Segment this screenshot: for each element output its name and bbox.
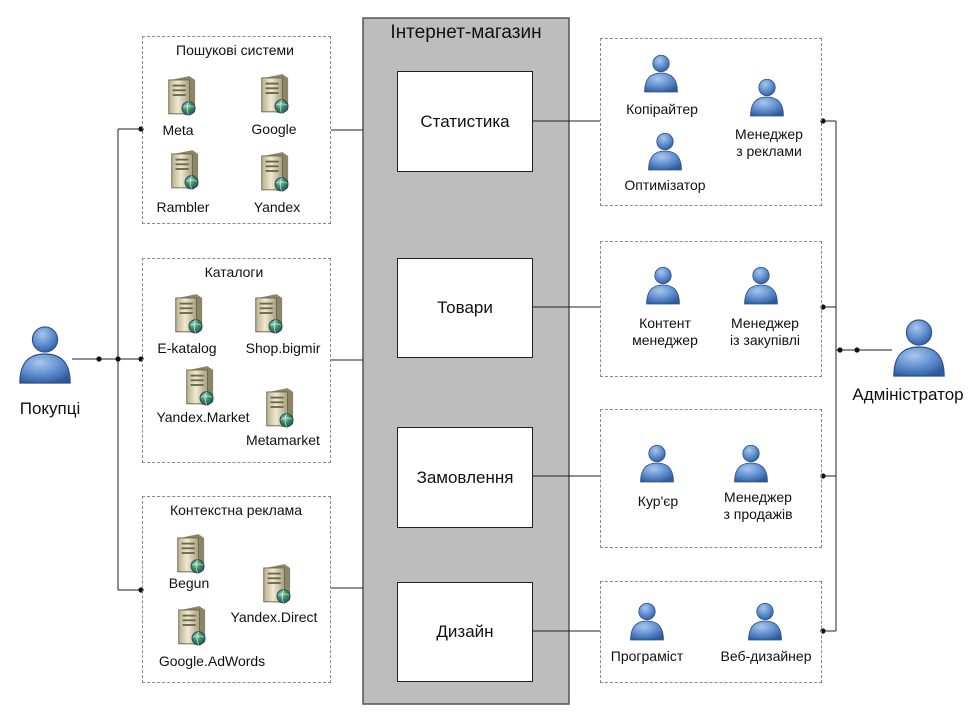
programmer-person-icon [628,598,666,644]
module-design: Дизайн [397,582,533,682]
module-orders-label: Замовлення [416,467,514,487]
search-item-yandex: Yandex [253,199,301,215]
catalog-item-metamarket: Metamarket [246,432,320,448]
server-icon [263,386,295,428]
server-icon [258,150,290,192]
catalog-item-shopbigmir: Shop.bigmir [245,340,321,356]
server-icon [260,562,292,604]
module-orders: Замовлення [397,427,533,528]
role-purchase-manager-line1: Менеджер [731,315,799,331]
server-icon [252,292,284,334]
catalog-item-ekatalog: E-katalog [157,340,217,356]
role-ad-manager-line1: Менеджер [735,126,803,142]
module-design-label: Дизайн [436,622,494,641]
server-icon [172,292,204,334]
role-purchase-manager-line2: із закупівлі [730,332,800,348]
context-item-yandexdirect: Yandex.Direct [230,609,318,625]
role-copywriter: Копірайтер [626,101,698,117]
search-item-google: Google [251,121,297,137]
module-statistics: Статистика [397,71,533,172]
context-item-googleadwords: Google.AdWords [158,653,266,669]
roles-statistics [600,38,822,206]
roles-goods [600,241,822,377]
module-goods: Товари [397,258,533,358]
courier-person-icon [638,440,676,486]
purchase-manager-person-icon [742,262,780,308]
role-programmer: Програміст [610,648,684,664]
search-item-rambler: Rambler [156,199,210,215]
server-icon [258,72,290,114]
roles-orders [600,409,822,548]
group-search-systems [142,36,331,224]
content-manager-person-icon [644,262,682,308]
role-ad-manager-line2: з реклами [736,143,802,159]
role-content-manager-line2: менеджер [632,332,698,348]
group-catalogs [142,258,331,463]
copywriter-person-icon [642,52,680,94]
shop-title: Інтернет-магазин [390,22,542,43]
ad-manager-person-icon [748,76,786,118]
optimizer-person-icon [646,130,684,172]
context-item-begun: Begun [168,575,210,591]
server-icon [174,532,206,574]
search-item-meta: Meta [162,122,194,138]
group-context-title: Контекстна реклама [169,502,303,518]
web-designer-person-icon [746,598,784,644]
server-icon [165,74,197,116]
server-icon [175,604,207,646]
catalog-item-yandexmarket: Yandex.Market [156,409,250,425]
role-optimizer: Оптимізатор [624,177,706,193]
admin-label: Адміністратор [852,385,964,404]
group-search-title: Пошукові системи [176,42,294,58]
roles-design [600,581,822,683]
admin-person-icon [890,314,948,380]
module-goods-label: Товари [437,298,493,317]
server-icon [168,148,200,190]
role-content-manager-line1: Контент [639,315,691,331]
module-statistics-label: Статистика [420,111,510,131]
server-icon [183,364,215,406]
role-sales-manager-line2: з продажів [723,506,793,522]
sales-manager-person-icon [732,440,770,486]
role-courier: Кур'єр [637,493,679,509]
group-catalogs-title: Каталоги [204,264,264,280]
role-web-designer: Веб-дизайнер [720,648,812,664]
buyers-label: Покупці [19,399,81,418]
role-sales-manager-line1: Менеджер [724,489,792,505]
buyers-person-icon [16,322,74,386]
group-context-ads [142,496,331,683]
